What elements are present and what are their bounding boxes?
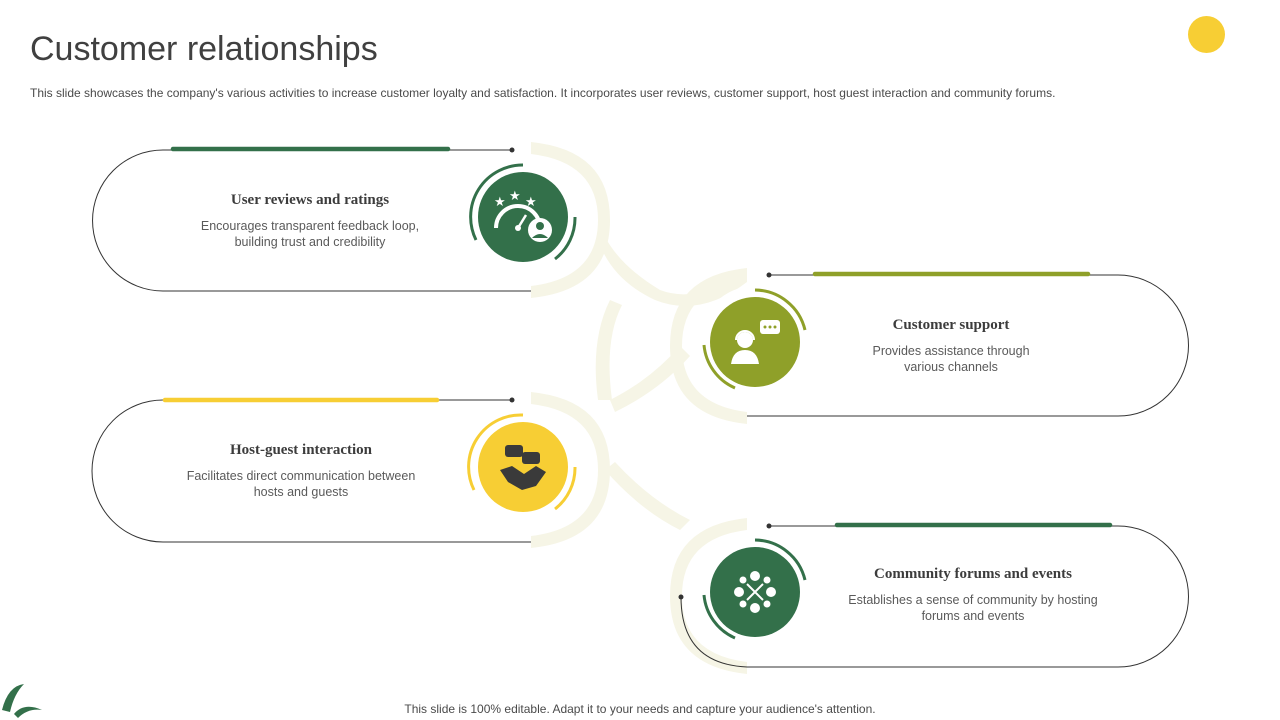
icon-circle-host-guest <box>467 411 579 523</box>
svg-text:★: ★ <box>525 195 537 210</box>
card-description-line1: Encourages transparent feedback loop, <box>200 219 420 233</box>
card-text-community: Community forums and events Establishes … <box>818 566 1128 624</box>
icon-circle-community <box>699 536 811 648</box>
card-host-guest <box>91 397 531 543</box>
svg-text:★: ★ <box>509 189 521 204</box>
card-description-line2: building trust and credibility <box>234 235 386 249</box>
rating-gauge-user-icon: ★ ★ ★ <box>494 189 552 242</box>
card-description-line1: Provides assistance through <box>872 344 1030 358</box>
support-agent-icon <box>731 320 780 364</box>
community-network-icon <box>734 571 776 613</box>
card-community <box>678 522 1189 668</box>
page-subtitle: This slide showcases the company's vario… <box>30 86 1056 100</box>
card-text-customer-support: Customer support Provides assistance thr… <box>810 317 1092 375</box>
svg-text:★: ★ <box>494 195 506 210</box>
card-description-line1: Establishes a sense of community by host… <box>848 593 1098 607</box>
card-description-line1: Facilitates direct communication between <box>186 469 416 483</box>
card-title: User reviews and ratings <box>230 192 390 208</box>
icon-circle-customer-support <box>699 286 811 398</box>
card-title: Customer support <box>892 317 1010 333</box>
card-text-host-guest: Host-guest interaction Facilitates direc… <box>150 442 452 500</box>
card-description-line2: forums and events <box>921 609 1025 623</box>
card-description-line2: hosts and guests <box>253 485 349 499</box>
connector-shapes <box>531 142 747 674</box>
card-title: Host-guest interaction <box>229 442 373 458</box>
leaf-logo-icon <box>2 684 42 718</box>
footer-note: This slide is 100% editable. Adapt it to… <box>404 702 876 716</box>
icon-circle-user-reviews: ★ ★ ★ <box>467 161 579 273</box>
card-user-reviews <box>92 146 531 292</box>
decorative-yellow-dot <box>1188 16 1225 53</box>
handshake-chat-icon <box>500 445 546 490</box>
card-customer-support <box>747 271 1189 417</box>
card-title: Community forums and events <box>874 566 1072 582</box>
card-description-line2: various channels <box>904 360 998 374</box>
card-text-user-reviews: User reviews and ratings Encourages tran… <box>170 192 450 250</box>
page-title: Customer relationships <box>30 30 378 68</box>
